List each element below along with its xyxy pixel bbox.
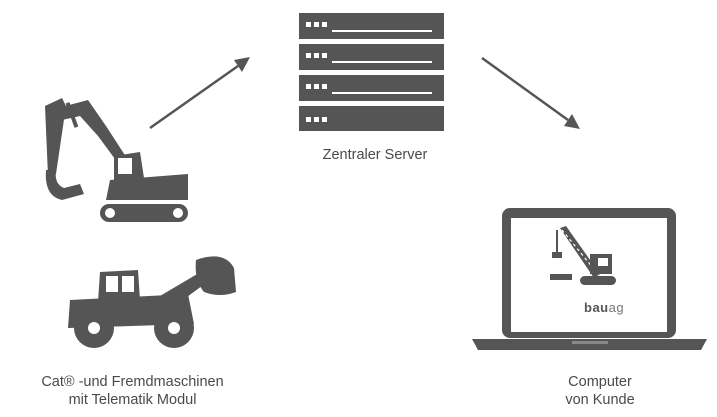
wheel-loader xyxy=(64,252,244,350)
excavator-icon xyxy=(45,98,188,222)
bauag-logo: bauag xyxy=(584,300,624,315)
brand-bold: bau xyxy=(584,300,609,315)
computer-label-line2: von Kunde xyxy=(565,392,635,408)
machines-label-line2: mit Telematik Modul xyxy=(68,392,197,408)
excavator xyxy=(40,96,190,226)
brand-light: ag xyxy=(608,300,625,315)
server-rack xyxy=(299,13,444,131)
machines-label: Cat® -und Fremdmaschinen mit Telematik M… xyxy=(0,373,265,409)
server-label: Zentraler Server xyxy=(322,147,428,163)
computer-label: Computer von Kunde xyxy=(530,373,670,409)
crane-icon xyxy=(550,226,616,285)
wheel-loader-icon xyxy=(68,256,236,348)
arrow-server-to-computer xyxy=(481,56,580,129)
laptop: bauag xyxy=(472,208,707,350)
laptop-icon xyxy=(472,208,707,350)
machines-label-line1: Cat® -und Fremdmaschinen xyxy=(41,374,224,390)
arrow-machines-to-server xyxy=(149,57,250,130)
computer-label-line1: Computer xyxy=(568,374,632,390)
server-rack-icon xyxy=(299,13,444,131)
